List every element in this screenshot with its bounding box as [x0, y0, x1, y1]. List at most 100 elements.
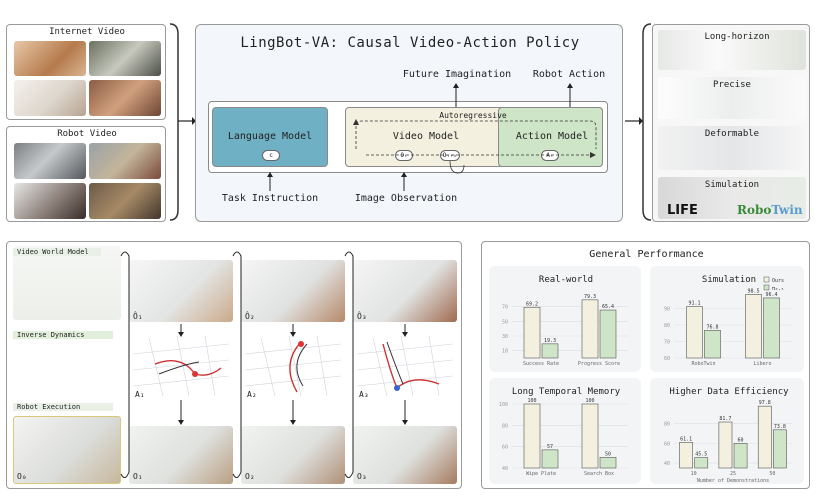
- token-ok: Oₜ₊ₖ: [440, 150, 460, 161]
- architecture-panel: LingBot-VA: Causal Video-Action Policy F…: [195, 24, 623, 222]
- robotwin-logo: RoboTwin: [737, 203, 803, 217]
- right-bracket-arrow: [625, 23, 652, 221]
- robot-video-thumb-4: [89, 183, 161, 219]
- xtick-2-1: Search Box: [584, 471, 614, 477]
- bar-1-0-1: [704, 329, 721, 359]
- ytick-3-2: 80: [664, 422, 670, 428]
- bar-label-1-1-1: 96.4: [765, 292, 777, 298]
- xtick-3-1: 25: [730, 471, 736, 477]
- ytick-3-0: 40: [664, 461, 670, 467]
- ytick-1-0: 60: [664, 356, 670, 362]
- ytick-0-0: 10: [502, 349, 508, 355]
- bar-1-0-0: [686, 306, 703, 359]
- simulation-label: Simulation: [704, 180, 760, 190]
- pipeline-panel: Video World Model Inverse Dynamics Robot…: [6, 241, 462, 489]
- ytick-0-2: 50: [502, 319, 508, 325]
- robot-video-panel: Robot Video: [6, 126, 166, 222]
- action-1: A₁: [135, 390, 145, 399]
- imagined-obs-1: Ô₁: [133, 312, 143, 321]
- architecture-arrows: [267, 83, 597, 191]
- general-performance-title: General Performance: [589, 249, 704, 260]
- bar-0-0-0: [523, 306, 541, 359]
- legend-swatch-baseline: [763, 284, 770, 291]
- xtick-1-0: RoboTwin: [691, 361, 715, 367]
- bar-3-2-1: [773, 429, 787, 469]
- row-video-world-model-band: [13, 246, 121, 320]
- architecture-title: LingBot-VA: Causal Video-Action Policy: [240, 35, 580, 51]
- ytick-1-3: 90: [664, 307, 670, 313]
- ytick-2-1: 60: [502, 445, 508, 451]
- bar-label-2-0-0: 100: [527, 398, 536, 404]
- bar-label-0-0-1: 19.3: [544, 338, 556, 344]
- column-3: Ô₃ A₃ O₃: [353, 250, 457, 486]
- ytick-2-2: 80: [502, 423, 508, 429]
- internet-video-title: Internet Video: [49, 27, 125, 37]
- precise-image: [658, 77, 806, 119]
- bar-label-1-1-0: 98.5: [747, 288, 759, 294]
- bar-label-0-0-0: 69.2: [526, 301, 538, 307]
- bar-2-1-1: [599, 457, 617, 469]
- action-grid-3: [356, 335, 454, 397]
- pipeline-arrows: [120, 251, 408, 478]
- long-horizon-label: Long-horizon: [704, 32, 770, 42]
- bar-label-2-1-0: 100: [585, 398, 594, 404]
- bar-0-1-1: [599, 309, 617, 359]
- language-model-label: Language Model: [227, 131, 313, 142]
- chart-title-0: Real-world: [539, 275, 593, 285]
- imagined-obs-2: Ô₂: [245, 312, 255, 321]
- left-bracket-arrow: [169, 23, 196, 221]
- xtick-3-0: 10: [691, 471, 697, 477]
- image-observation-label: Image Observation: [354, 193, 458, 204]
- bar-3-1-0: [718, 421, 733, 469]
- xtick-2-0: Wipe Plate: [526, 471, 556, 477]
- imagined-frame-1: [129, 260, 233, 322]
- deformable-image: [658, 126, 806, 170]
- bar-0-0-1: [541, 343, 559, 359]
- bar-label-1-0-1: 76.8: [706, 324, 718, 330]
- bar-label-0-1-0: 79.3: [584, 294, 596, 300]
- ytick-1-2: 80: [664, 323, 670, 329]
- legend-label-ours: Ours: [772, 278, 784, 284]
- action-model-label: Action Model: [515, 131, 589, 142]
- robot-video-thumb-3: [14, 183, 86, 219]
- exec-frame-2: [241, 426, 345, 484]
- long-horizon-image: [658, 30, 806, 70]
- simulation-image: [658, 177, 806, 219]
- row-video-world-model-label: Video World Model: [13, 248, 101, 256]
- chart-title-3: Higher Data Efficiency: [669, 387, 789, 397]
- bar-3-0-1: [694, 457, 709, 469]
- robot-video-title: Robot Video: [57, 129, 117, 139]
- ytick-2-0: 40: [502, 466, 508, 472]
- bar-label-3-0-0: 61.1: [680, 436, 692, 442]
- deformable-label: Deformable: [704, 129, 760, 139]
- row-robot-execution-label: Robot Execution: [13, 403, 113, 411]
- ytick-2-3: 100: [499, 402, 508, 408]
- token-c: c: [262, 150, 280, 161]
- exec-obs-0: O₀: [17, 472, 27, 481]
- action-grid-1: [132, 335, 230, 397]
- bar-label-3-1-1: 60: [738, 437, 744, 443]
- legend-swatch-ours: [763, 276, 770, 283]
- precise-label: Precise: [713, 80, 751, 90]
- language-model-box: [212, 107, 328, 167]
- ytick-0-1: 30: [502, 334, 508, 340]
- bar-1-1-1: [763, 297, 780, 359]
- exec-frame-3: [353, 426, 457, 484]
- bar-label-3-0-1: 45.5: [695, 452, 707, 458]
- internet-video-thumb-2: [89, 41, 161, 76]
- xtick-0-0: Success Rate: [523, 361, 559, 367]
- exec-obs-2: O₂: [245, 472, 255, 481]
- column-2: Ô₂ A₂ O₂: [241, 250, 345, 486]
- bar-label-3-2-0: 97.8: [759, 400, 771, 406]
- autoregressive-label: Autoregressive: [439, 111, 507, 120]
- exec-frame-1: [129, 426, 233, 484]
- bar-3-0-0: [679, 442, 693, 469]
- chart-title-2: Long Temporal Memory: [512, 387, 621, 397]
- internet-video-thumb-4: [89, 80, 161, 116]
- bar-label-3-2-1: 73.8: [774, 424, 786, 430]
- libero-logo: LIFE: [667, 203, 698, 218]
- internet-video-panel: Internet Video: [6, 24, 166, 120]
- robot-video-thumb-2: [89, 143, 161, 179]
- bar-label-2-0-1: 57: [547, 444, 553, 450]
